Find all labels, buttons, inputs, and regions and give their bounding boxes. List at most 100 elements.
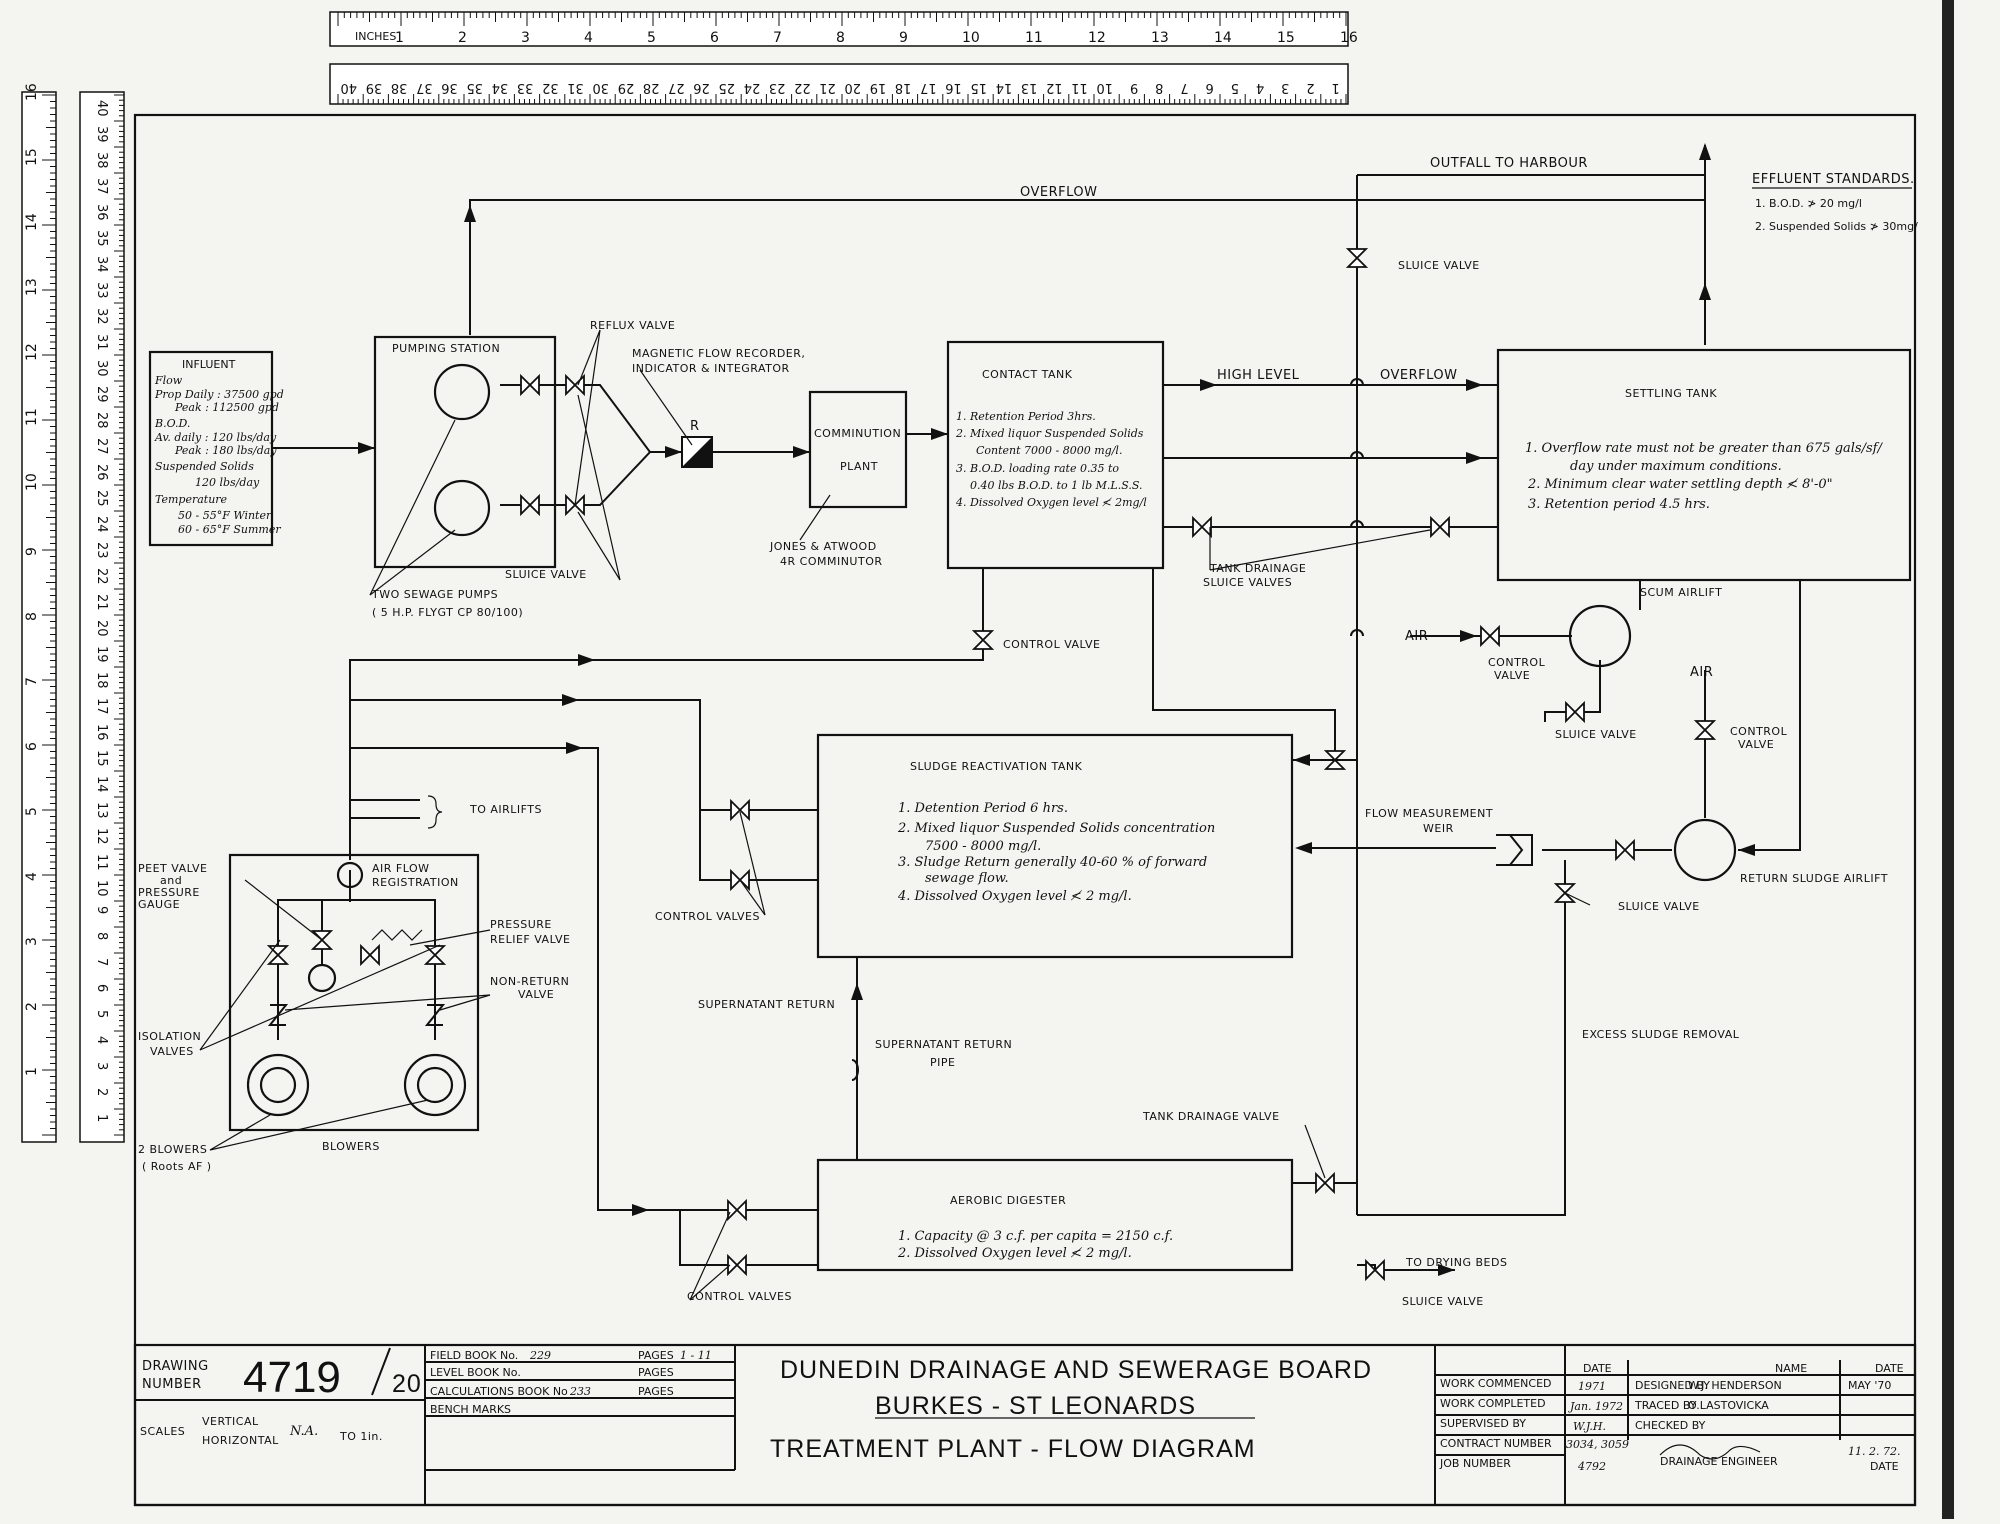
ruler-cm-number: 16 — [94, 724, 109, 741]
ruler-cm-number: 18 — [94, 672, 109, 689]
comminution-line-2: PLANT — [840, 460, 878, 473]
ruler-inch-number: 10 — [962, 30, 980, 46]
ruler-cm-number: 23 — [769, 80, 786, 95]
excess-sludge-label: EXCESS SLUDGE REMOVAL — [1582, 1028, 1740, 1041]
ruler-cm-number: 32 — [542, 80, 559, 95]
digester-title: AEROBIC DIGESTER — [950, 1194, 1066, 1207]
reflux-valve-label: REFLUX VALVE — [590, 319, 675, 332]
ruler-cm-number: 28 — [94, 412, 109, 429]
ruler-inch-number: 7 — [24, 677, 40, 686]
date-header-2: DATE — [1875, 1362, 1904, 1375]
air-flow-gauge — [336, 861, 364, 889]
work-completed-label: WORK COMPLETED — [1440, 1397, 1546, 1410]
non-return-label-2: VALVE — [518, 988, 554, 1001]
valve-symbol-19 — [727, 1198, 747, 1222]
ruler-cm-number: 31 — [567, 80, 584, 95]
ruler-inch-number: 16 — [1340, 30, 1358, 46]
designed-label: DESIGNED BY — [1635, 1379, 1710, 1392]
supernatant-pipe-label-2: PIPE — [930, 1056, 955, 1069]
ruler-cm-number: 15 — [970, 80, 987, 95]
contact-tank-box — [946, 340, 1165, 570]
contract-label: CONTRACT NUMBER — [1440, 1437, 1552, 1450]
valve-symbol-11 — [1693, 720, 1717, 740]
ruler-cm-number: 17 — [94, 698, 109, 715]
ruler-inch-number: 13 — [24, 278, 40, 296]
ruler-cm-number: 34 — [492, 80, 509, 95]
engineer-label: DRAINAGE ENGINEER — [1660, 1455, 1778, 1468]
influent-ss: Suspended Solids — [155, 460, 254, 473]
ruler-cm-number: 22 — [794, 80, 811, 95]
sludge-l3b: sewage flow. — [925, 871, 1009, 886]
ruler-cm-number: 6 — [94, 984, 109, 992]
contact-tank-text: CONTACT TANK 1. Retention Period 3hrs. 2… — [955, 368, 1147, 509]
two-blowers-label: 2 BLOWERS — [138, 1143, 207, 1156]
air-flow-label-1: AIR FLOW — [372, 862, 430, 875]
ruler-inch-number: 12 — [24, 343, 40, 361]
ruler-cm-number: 11 — [94, 854, 109, 871]
ruler-inch-number: 8 — [836, 30, 845, 46]
valve-symbol-23 — [360, 943, 380, 967]
comminution-box — [808, 390, 908, 509]
calc-book-label: CALCULATIONS BOOK No — [430, 1385, 568, 1398]
flow-weir-label-1: FLOW MEASUREMENT — [1365, 807, 1493, 820]
ruler-inch-number: 11 — [24, 408, 40, 426]
valves — [266, 248, 1717, 1282]
ruler-cm-number: 35 — [94, 230, 109, 247]
ruler-inch-number: 14 — [24, 213, 40, 231]
ruler-inch-number: 6 — [710, 30, 719, 46]
ruler-cm-number: 27 — [94, 438, 109, 455]
ruler-cm-number: 9 — [94, 906, 109, 914]
effluent-line-2: 2. Suspended Solids ≯ 30mg/ — [1755, 220, 1918, 233]
ruler-inch-number: 11 — [1025, 30, 1043, 46]
two-pumps-label: TWO SEWAGE PUMPS — [371, 588, 498, 601]
control-valve-scum-label-1: CONTROL — [1488, 656, 1546, 669]
contact-l2b: Content 7000 - 8000 mg/l. — [976, 444, 1122, 457]
ruler-inch-number: 12 — [1088, 30, 1106, 46]
flow-weir-label-2: WEIR — [1423, 822, 1454, 835]
sludge-l3: 3. Sludge Return generally 40-60 % of fo… — [898, 855, 1207, 870]
digester-l1: 1. Capacity @ 3 c.f. per capita = 2150 c… — [898, 1229, 1173, 1244]
tank-drain-valve-label: TANK DRAINAGE VALVE — [1142, 1110, 1280, 1123]
mag-flow-label-2: INDICATOR & INTEGRATOR — [632, 362, 790, 375]
sludge-l2b: 7500 - 8000 mg/l. — [925, 839, 1041, 854]
ruler-inch-number: 15 — [1277, 30, 1295, 46]
influent-bod-peak: Peak : 180 lbs/day — [174, 444, 277, 457]
jones-label-2: 4R COMMINUTOR — [780, 555, 883, 568]
flow-recorder-icon — [681, 436, 713, 468]
settling-title: SETTLING TANK — [1625, 387, 1717, 400]
sluice-valve-pumps-label: SLUICE VALVE — [505, 568, 587, 581]
valve-symbol-8 — [1430, 515, 1450, 539]
horizontal-label: HORIZONTAL — [202, 1434, 279, 1447]
ruler-cm-number: 13 — [1021, 80, 1038, 95]
ruler-cm-number: 2 — [1306, 80, 1314, 95]
ruler-inch-number: 16 — [24, 83, 40, 101]
pressure-gauge — [307, 963, 337, 993]
settling-l1: 1. Overflow rate must not be greater tha… — [1525, 441, 1883, 456]
ruler-cm-number: 30 — [592, 80, 609, 95]
influent-bod-daily: Av. daily : 120 lbs/day — [154, 431, 277, 444]
leader-lines — [199, 329, 1591, 1301]
control-valve-ret-label-2: VALVE — [1738, 738, 1774, 751]
sluice-valve-digester-label: SLUICE VALVE — [1402, 1295, 1484, 1308]
traced-label: TRACED BY — [1634, 1399, 1697, 1412]
ruler-inch-number: 5 — [647, 30, 656, 46]
air-label-2: AIR — [1690, 665, 1713, 680]
contact-l2: 2. Mixed liquor Suspended Solids — [955, 427, 1144, 440]
ruler-cm-number: 36 — [94, 204, 109, 221]
project-name: BURKES - ST LEONARDS — [875, 1392, 1196, 1420]
peet-label-1: PEET VALVE — [138, 862, 208, 875]
drawing-label-1: DRAWING — [142, 1359, 209, 1374]
ruler-cm-number: 38 — [94, 152, 109, 169]
designed-date: MAY '70 — [1848, 1379, 1891, 1392]
influent-temp-winter: 50 - 55°F Winter — [178, 509, 272, 522]
drawing-label-2: NUMBER — [142, 1377, 202, 1392]
ruler-cm-number: 12 — [1046, 80, 1063, 95]
valve-symbol-15 — [1615, 838, 1635, 862]
pumping-station-title: PUMPING STATION — [392, 342, 500, 355]
peet-label-3: PRESSURE — [138, 886, 200, 899]
sluice-valve-scum-label: SLUICE VALVE — [1555, 728, 1637, 741]
relief-spring-icon — [371, 929, 423, 941]
contact-title: CONTACT TANK — [982, 368, 1073, 381]
